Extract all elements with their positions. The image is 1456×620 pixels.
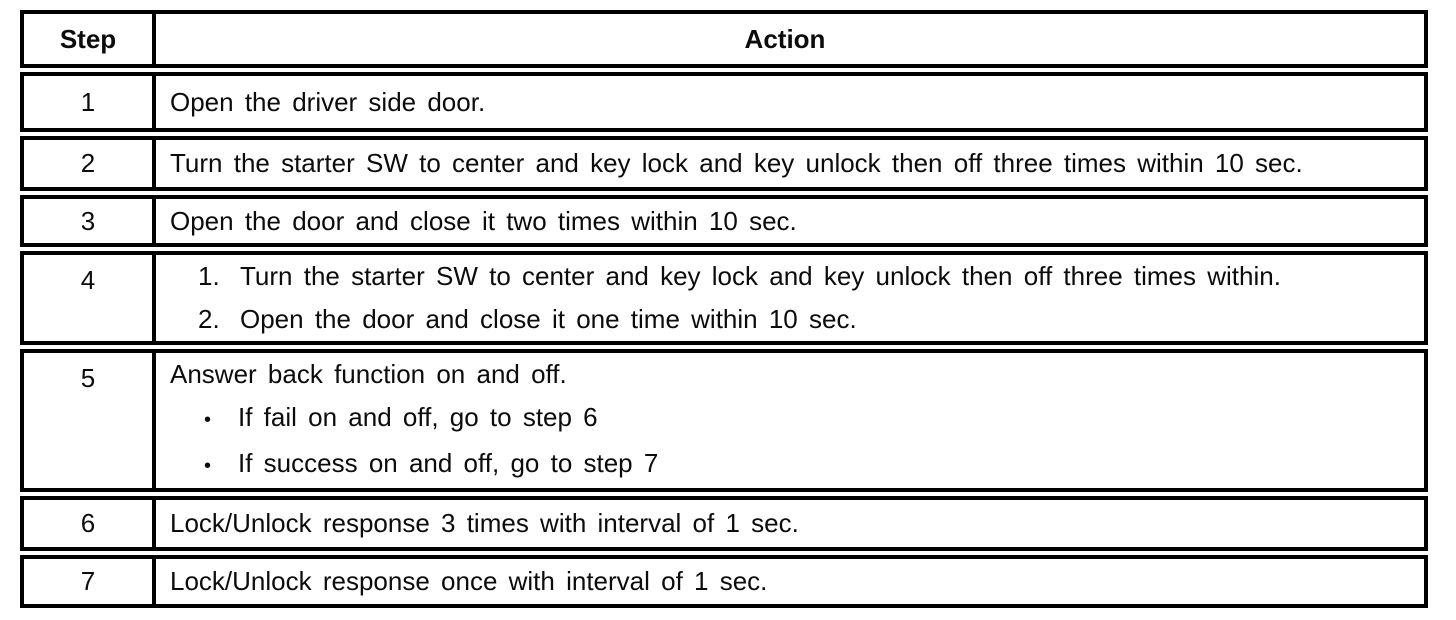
line-text: Turn the starter SW to center and key lo… (240, 261, 1281, 291)
line-text: Lock/Unlock response once with interval … (170, 566, 768, 596)
bullet-marker: • (204, 455, 212, 477)
table-row: 3 Open the door and close it two times w… (20, 195, 1428, 247)
action-text-line: Answer back function on and off. (170, 353, 1414, 396)
step-number-cell: 1 (24, 76, 156, 128)
action-text-line: Open the driver side door. (170, 81, 1414, 124)
step-number-cell: 7 (24, 559, 156, 604)
list-item: • If success on and off, go to step 7 (170, 442, 1414, 488)
action-cell: Lock/Unlock response 3 times with interv… (156, 500, 1424, 547)
list-item: 2. Open the door and close it one time wi… (170, 298, 1414, 341)
table-row: 5 Answer back function on and off. • If fa… (20, 349, 1428, 492)
step-number-cell: 4 (24, 255, 156, 341)
line-text: Open the door and close it two times wit… (170, 205, 797, 236)
step-number-cell: 6 (24, 500, 156, 547)
table-row: 6 Lock/Unlock response 3 times with inte… (20, 496, 1428, 551)
step-number-cell: 5 (24, 353, 156, 488)
action-column-header: Action (744, 23, 826, 54)
line-text: Answer back function on and off. (170, 359, 567, 389)
action-cell: 1. Turn the starter SW to center and key … (156, 255, 1424, 341)
action-lines: Answer back function on and off. • If fail… (170, 353, 1414, 488)
line-text: Open the driver side door. (170, 86, 486, 117)
line-text: If fail on and off, go to step 6 (238, 402, 598, 432)
table-row: 2 Turn the starter SW to center and key … (20, 136, 1428, 191)
table-row: 4 1. Turn the starter SW to center and ke… (20, 251, 1428, 345)
step-column-header: Step (24, 14, 156, 64)
number-marker: 2. (198, 304, 220, 334)
action-lines: Lock/Unlock response 3 times with interv… (170, 502, 1414, 545)
action-text-line: Lock/Unlock response once with interval … (170, 560, 1414, 603)
action-lines: Lock/Unlock response once with interval … (170, 560, 1414, 603)
procedure-table: Step Action 1 Open the driver side door.… (20, 10, 1428, 608)
action-lines: Open the door and close it two times wit… (170, 200, 1414, 243)
bullet-marker: • (204, 409, 212, 431)
action-lines: 1. Turn the starter SW to center and key … (170, 255, 1414, 341)
line-text: Open the door and close it one time with… (240, 304, 857, 334)
step-number-cell: 3 (24, 199, 156, 243)
action-text-line: Turn the starter SW to center and key lo… (170, 142, 1414, 185)
action-cell: Open the door and close it two times wit… (156, 199, 1424, 243)
action-cell: Open the driver side door. (156, 76, 1424, 128)
table-row: 1 Open the driver side door. (20, 72, 1428, 132)
line-text: Lock/Unlock response 3 times with interv… (170, 508, 799, 538)
line-text: Turn the starter SW to center and key lo… (170, 148, 1303, 178)
action-cell: Answer back function on and off. • If fail… (156, 353, 1424, 488)
list-item: • If fail on and off, go to step 6 (170, 396, 1414, 442)
table-row: 7 Lock/Unlock response once with interva… (20, 555, 1428, 608)
action-lines: Open the driver side door. (170, 81, 1414, 124)
action-text-line: Open the door and close it two times wit… (170, 200, 1414, 243)
action-cell: Turn the starter SW to center and key lo… (156, 140, 1424, 187)
list-item: 1. Turn the starter SW to center and key … (170, 255, 1414, 298)
action-cell: Lock/Unlock response once with interval … (156, 559, 1424, 604)
line-text: If success on and off, go to step 7 (238, 448, 659, 478)
action-lines: Turn the starter SW to center and key lo… (170, 142, 1414, 185)
number-marker: 1. (198, 261, 220, 291)
action-text-line: Lock/Unlock response 3 times with interv… (170, 502, 1414, 545)
table-header-row: Step Action (20, 10, 1428, 68)
step-number-cell: 2 (24, 140, 156, 187)
